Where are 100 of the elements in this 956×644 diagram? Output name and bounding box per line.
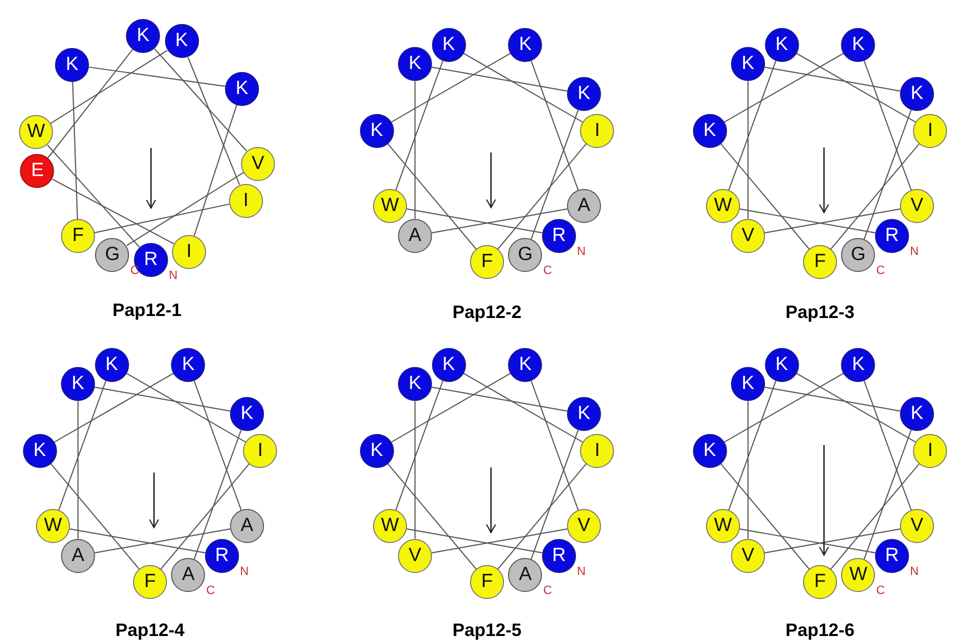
- connector-line: [530, 430, 579, 560]
- connector-line: [740, 528, 876, 554]
- residue-circle: K: [731, 367, 765, 402]
- terminus-label: N: [576, 244, 586, 257]
- residue-circle: A: [398, 218, 432, 253]
- residue-circle: K: [566, 397, 601, 431]
- residue-circle: K: [55, 48, 90, 82]
- connector-line: [830, 143, 920, 250]
- residue-circle: G: [95, 238, 130, 272]
- residue-circle: G: [841, 238, 876, 272]
- residue-circle: A: [230, 509, 264, 543]
- connector-line: [94, 386, 230, 412]
- residue-circle: K: [224, 72, 259, 106]
- connector-line: [764, 386, 900, 412]
- terminus-label: N: [910, 564, 919, 577]
- residue-circle: W: [19, 115, 54, 150]
- terminus-label: N: [576, 564, 586, 577]
- residue-circle: K: [164, 24, 199, 58]
- residue-circle: W: [841, 558, 876, 592]
- connector-line: [94, 528, 230, 554]
- residue-circle: K: [841, 348, 876, 382]
- connector-line: [88, 66, 226, 87]
- residue-circle: K: [230, 397, 264, 431]
- connector-line: [50, 50, 168, 124]
- residue-circle: E: [20, 154, 54, 188]
- residue-circle: K: [508, 28, 542, 62]
- residue-circle: W: [373, 189, 407, 223]
- residue-circle: K: [841, 28, 876, 62]
- connector-line: [764, 208, 900, 234]
- residue-circle: F: [803, 565, 837, 599]
- connector-line: [724, 52, 844, 123]
- terminus-label: C: [543, 584, 552, 596]
- residue-circle: K: [126, 19, 160, 54]
- connector-line: [391, 52, 511, 123]
- residue-circle: K: [692, 434, 727, 468]
- connector-line: [391, 372, 511, 443]
- connector-line: [764, 66, 900, 92]
- connector-line: [414, 81, 416, 219]
- terminus-label: C: [543, 264, 552, 276]
- terminus-label: C: [876, 584, 885, 596]
- residue-circle: K: [692, 114, 727, 148]
- connector-line: [747, 81, 749, 219]
- residue-circle: R: [874, 538, 909, 573]
- terminus-label: C: [876, 264, 885, 276]
- residue-circle: K: [900, 397, 934, 431]
- residue-circle: V: [731, 538, 765, 573]
- residue-circle: R: [542, 538, 576, 573]
- residue-circle: R: [542, 218, 576, 253]
- connector-line: [747, 401, 749, 539]
- terminus-label: N: [240, 564, 249, 577]
- connector-line: [463, 372, 583, 443]
- connector-line: [194, 104, 238, 236]
- residue-circle: G: [508, 238, 542, 272]
- connector-line: [126, 372, 246, 443]
- residue-circle: F: [470, 245, 504, 279]
- connector-line: [126, 172, 244, 246]
- connector-line: [395, 60, 444, 190]
- residue-circle: V: [900, 509, 934, 543]
- residue-circle: R: [204, 538, 239, 573]
- residue-circle: K: [432, 348, 466, 382]
- connector-line: [796, 372, 916, 443]
- connector-line: [463, 52, 583, 123]
- connector-line: [720, 143, 810, 250]
- residue-circle: K: [900, 77, 934, 111]
- connector-line: [406, 528, 542, 554]
- connector-line: [864, 380, 912, 510]
- residue-circle: F: [470, 565, 504, 599]
- connector-line: [47, 144, 140, 248]
- residue-circle: I: [172, 234, 206, 269]
- connector-line: [432, 528, 568, 554]
- connector-line: [432, 66, 568, 92]
- connector-line: [728, 60, 776, 190]
- residue-circle: K: [731, 47, 765, 82]
- connector-line: [54, 372, 174, 443]
- residue-circle: R: [874, 218, 909, 253]
- residue-circle: A: [566, 189, 601, 223]
- residue-circle: I: [580, 434, 614, 468]
- residue-circle: K: [432, 28, 466, 62]
- residue-circle: I: [243, 434, 278, 468]
- connector-line: [194, 430, 242, 560]
- connector-line: [796, 52, 916, 123]
- connector-line: [864, 110, 912, 240]
- residue-circle: K: [171, 348, 206, 382]
- residue-circle: K: [398, 367, 432, 402]
- connector-line: [47, 49, 134, 158]
- connector-line: [70, 528, 206, 554]
- wheel-caption: Pap12-1: [111, 300, 183, 321]
- residue-circle: K: [94, 348, 129, 382]
- connector-line: [395, 380, 444, 510]
- connector-line: [72, 82, 78, 220]
- connector-line: [154, 48, 247, 152]
- connector-line: [187, 57, 240, 186]
- connector-line: [530, 380, 579, 510]
- connector-line: [77, 401, 79, 539]
- connector-line: [728, 380, 776, 510]
- residue-circle: W: [706, 509, 740, 543]
- connector-line: [432, 386, 568, 412]
- residue-circle: W: [706, 189, 740, 223]
- connector-line: [498, 463, 587, 570]
- wheel-caption: Pap12-5: [451, 620, 523, 641]
